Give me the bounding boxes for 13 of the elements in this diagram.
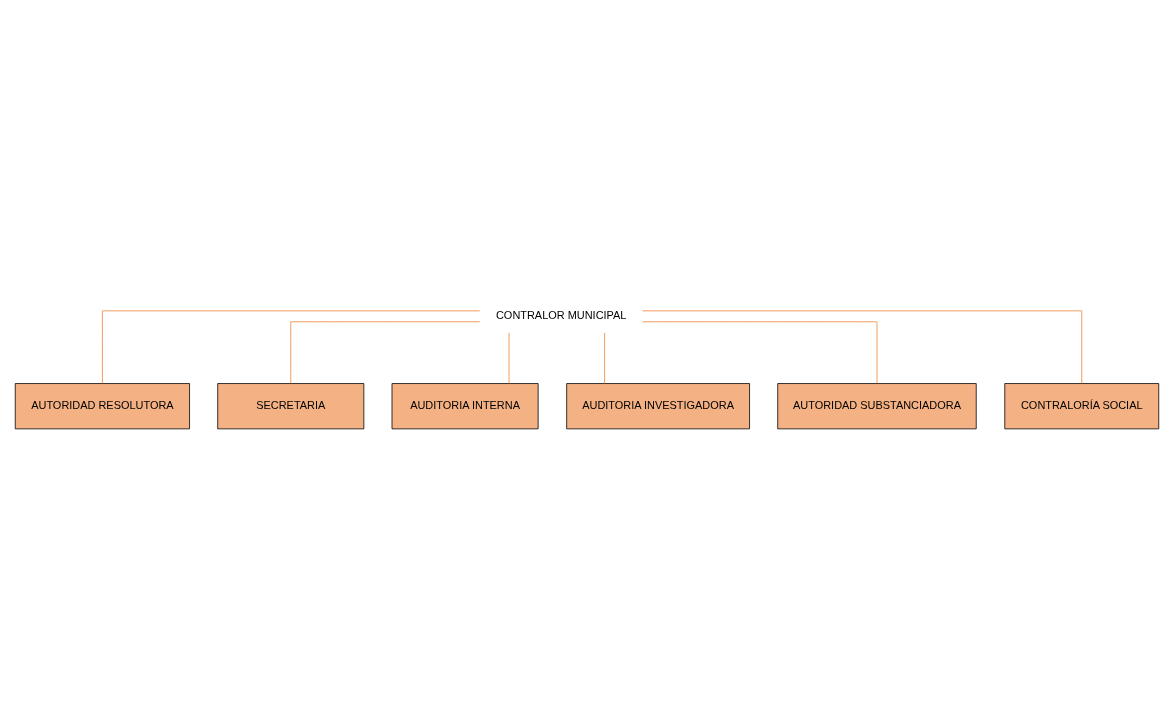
node-box: CONTRALORÍA SOCIAL [1004, 382, 1160, 429]
node-box: SECRETARIA [217, 382, 365, 429]
node-box: AUDITORIA INVESTIGADORA [566, 382, 750, 429]
node-box: AUTORIDAD RESOLUTORA [14, 382, 190, 429]
connector [102, 309, 481, 384]
connector [604, 332, 605, 384]
connector [290, 320, 481, 384]
connector [508, 332, 510, 384]
connector [642, 309, 1083, 384]
node-box: AUTORIDAD SUBSTANCIADORA [777, 382, 977, 429]
node-box: AUDITORIA INTERNA [391, 382, 539, 429]
node-text: CONTRALOR MUNICIPAL [495, 308, 627, 321]
connector [642, 320, 878, 384]
